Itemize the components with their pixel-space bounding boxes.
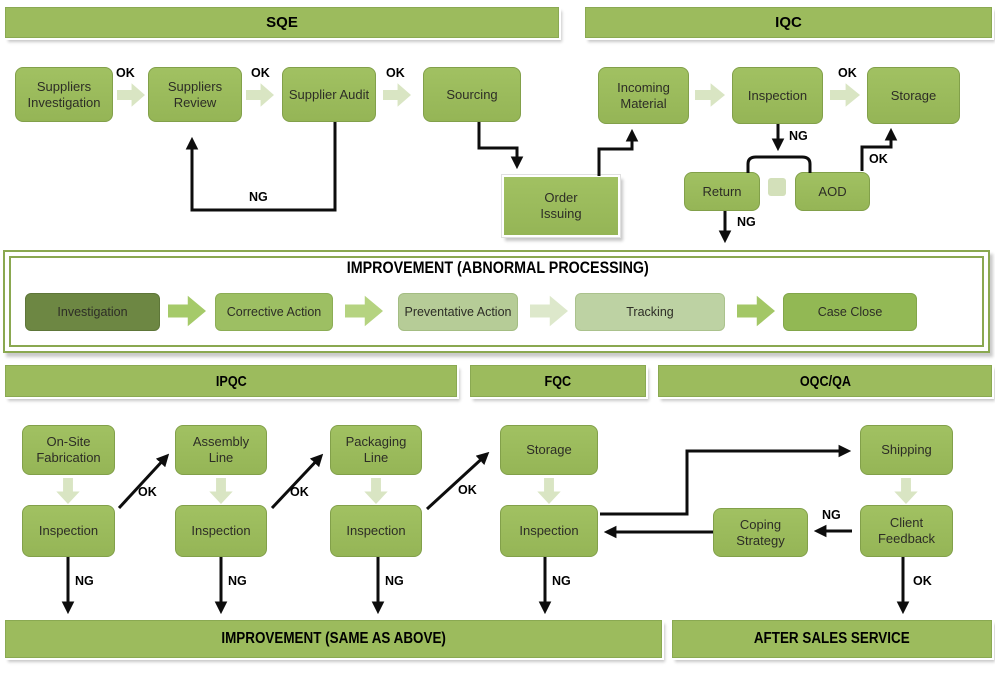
edge-order-issuing-to-incoming-material xyxy=(597,128,639,176)
node-supplier-audit: Supplier Audit xyxy=(282,67,376,122)
section-bar-after-sales: AFTER SALES SERVICE xyxy=(670,618,994,660)
flow-arrow-right-icon xyxy=(383,83,411,107)
section-title-ipqc: IPQC xyxy=(215,372,247,390)
flow-arrow-down-icon xyxy=(364,478,388,504)
edge-label-ok: OK xyxy=(386,66,405,80)
section-bar-fqc: FQC xyxy=(468,363,648,399)
edge-label-ng: NG xyxy=(552,574,571,588)
node-investigation: Investigation xyxy=(25,293,160,331)
section-bar-ipqc: IPQC xyxy=(3,363,459,399)
flow-arrow-down-icon xyxy=(894,478,918,504)
edge-label-ng: NG xyxy=(228,574,247,588)
edge-inspection2-ok-to-packaging xyxy=(270,453,324,510)
edge-label-ok: OK xyxy=(116,66,135,80)
flow-arrow-right-icon xyxy=(117,83,145,107)
node-client-feedback: Client Feedback xyxy=(860,505,953,557)
section-title-improvement-same: IMPROVEMENT (SAME AS ABOVE) xyxy=(221,630,446,647)
edge-label-ng: NG xyxy=(75,574,94,588)
node-return: Return xyxy=(684,172,760,211)
node-aod: AOD xyxy=(795,172,870,211)
edge-label-ng: NG xyxy=(737,215,756,229)
section-title-iqc: IQC xyxy=(775,14,802,31)
edge-inspection1-ok-to-assembly xyxy=(117,453,170,510)
node-fqc-inspection: Inspection xyxy=(500,505,598,557)
section-bar-iqc: IQC xyxy=(583,5,994,40)
node-ipqc-inspection-3: Inspection xyxy=(330,505,422,557)
node-packaging-line: Packaging Line xyxy=(330,425,422,475)
node-fqc-storage: Storage xyxy=(500,425,598,475)
edge-sourcing-to-order-issuing xyxy=(477,122,524,170)
section-title-oqc-qa: OQC/QA xyxy=(799,372,851,390)
node-onsite-fabrication: On-Site Fabrication xyxy=(22,425,115,475)
node-iqc-storage: Storage xyxy=(867,67,960,124)
node-preventative-action: Preventative Action xyxy=(398,293,518,331)
edge-label-ng: NG xyxy=(249,190,268,204)
flow-arrow-down-icon xyxy=(209,478,233,504)
node-order-issuing: Order Issuing xyxy=(502,175,620,237)
node-ipqc-inspection-1: Inspection xyxy=(22,505,115,557)
node-suppliers-investigation: Suppliers Investigation xyxy=(15,67,113,122)
node-case-close: Case Close xyxy=(783,293,917,331)
flow-arrow-right-icon xyxy=(695,83,725,107)
node-coping-strategy: Coping Strategy xyxy=(713,508,808,557)
section-title-sqe: SQE xyxy=(266,14,298,31)
edge-label-ng: NG xyxy=(789,129,808,143)
edge-fqc-inspection-to-shipping xyxy=(600,444,852,516)
section-bar-sqe: SQE xyxy=(3,5,561,40)
section-title-after-sales: AFTER SALES SERVICE xyxy=(754,630,910,647)
edge-label-ng: NG xyxy=(385,574,404,588)
node-suppliers-review: Suppliers Review xyxy=(148,67,242,122)
node-sourcing: Sourcing xyxy=(423,67,521,122)
node-tracking: Tracking xyxy=(575,293,725,331)
node-iqc-inspection: Inspection xyxy=(732,67,823,124)
flow-arrow-down-icon xyxy=(537,478,561,504)
edge-label-ok: OK xyxy=(138,485,157,499)
improvement-band-title: IMPROVEMENT (ABNORMAL PROCESSING) xyxy=(346,258,649,277)
edge-label-ok: OK xyxy=(838,66,857,80)
small-square-shape xyxy=(768,178,786,196)
edge-split-bracket xyxy=(746,155,812,173)
edge-label-ok: OK xyxy=(913,574,932,588)
edge-label-ng: NG xyxy=(822,508,841,522)
node-incoming-material: Incoming Material xyxy=(598,67,689,124)
flow-arrow-right-icon xyxy=(246,83,274,107)
edge-inspection3-ok-to-storage xyxy=(425,451,490,511)
node-shipping: Shipping xyxy=(860,425,953,475)
section-bar-improvement-same: IMPROVEMENT (SAME AS ABOVE) xyxy=(3,618,664,660)
edge-label-ok: OK xyxy=(869,152,888,166)
node-assembly-line: Assembly Line xyxy=(175,425,267,475)
section-title-fqc: FQC xyxy=(544,372,572,390)
edge-label-ok: OK xyxy=(251,66,270,80)
node-corrective-action: Corrective Action xyxy=(215,293,333,331)
flow-arrow-down-icon xyxy=(56,478,80,504)
section-bar-oqc-qa: OQC/QA xyxy=(656,363,994,399)
edge-label-ok: OK xyxy=(290,485,309,499)
edge-label-ok: OK xyxy=(458,483,477,497)
flow-arrow-right-icon xyxy=(830,83,860,107)
node-ipqc-inspection-2: Inspection xyxy=(175,505,267,557)
